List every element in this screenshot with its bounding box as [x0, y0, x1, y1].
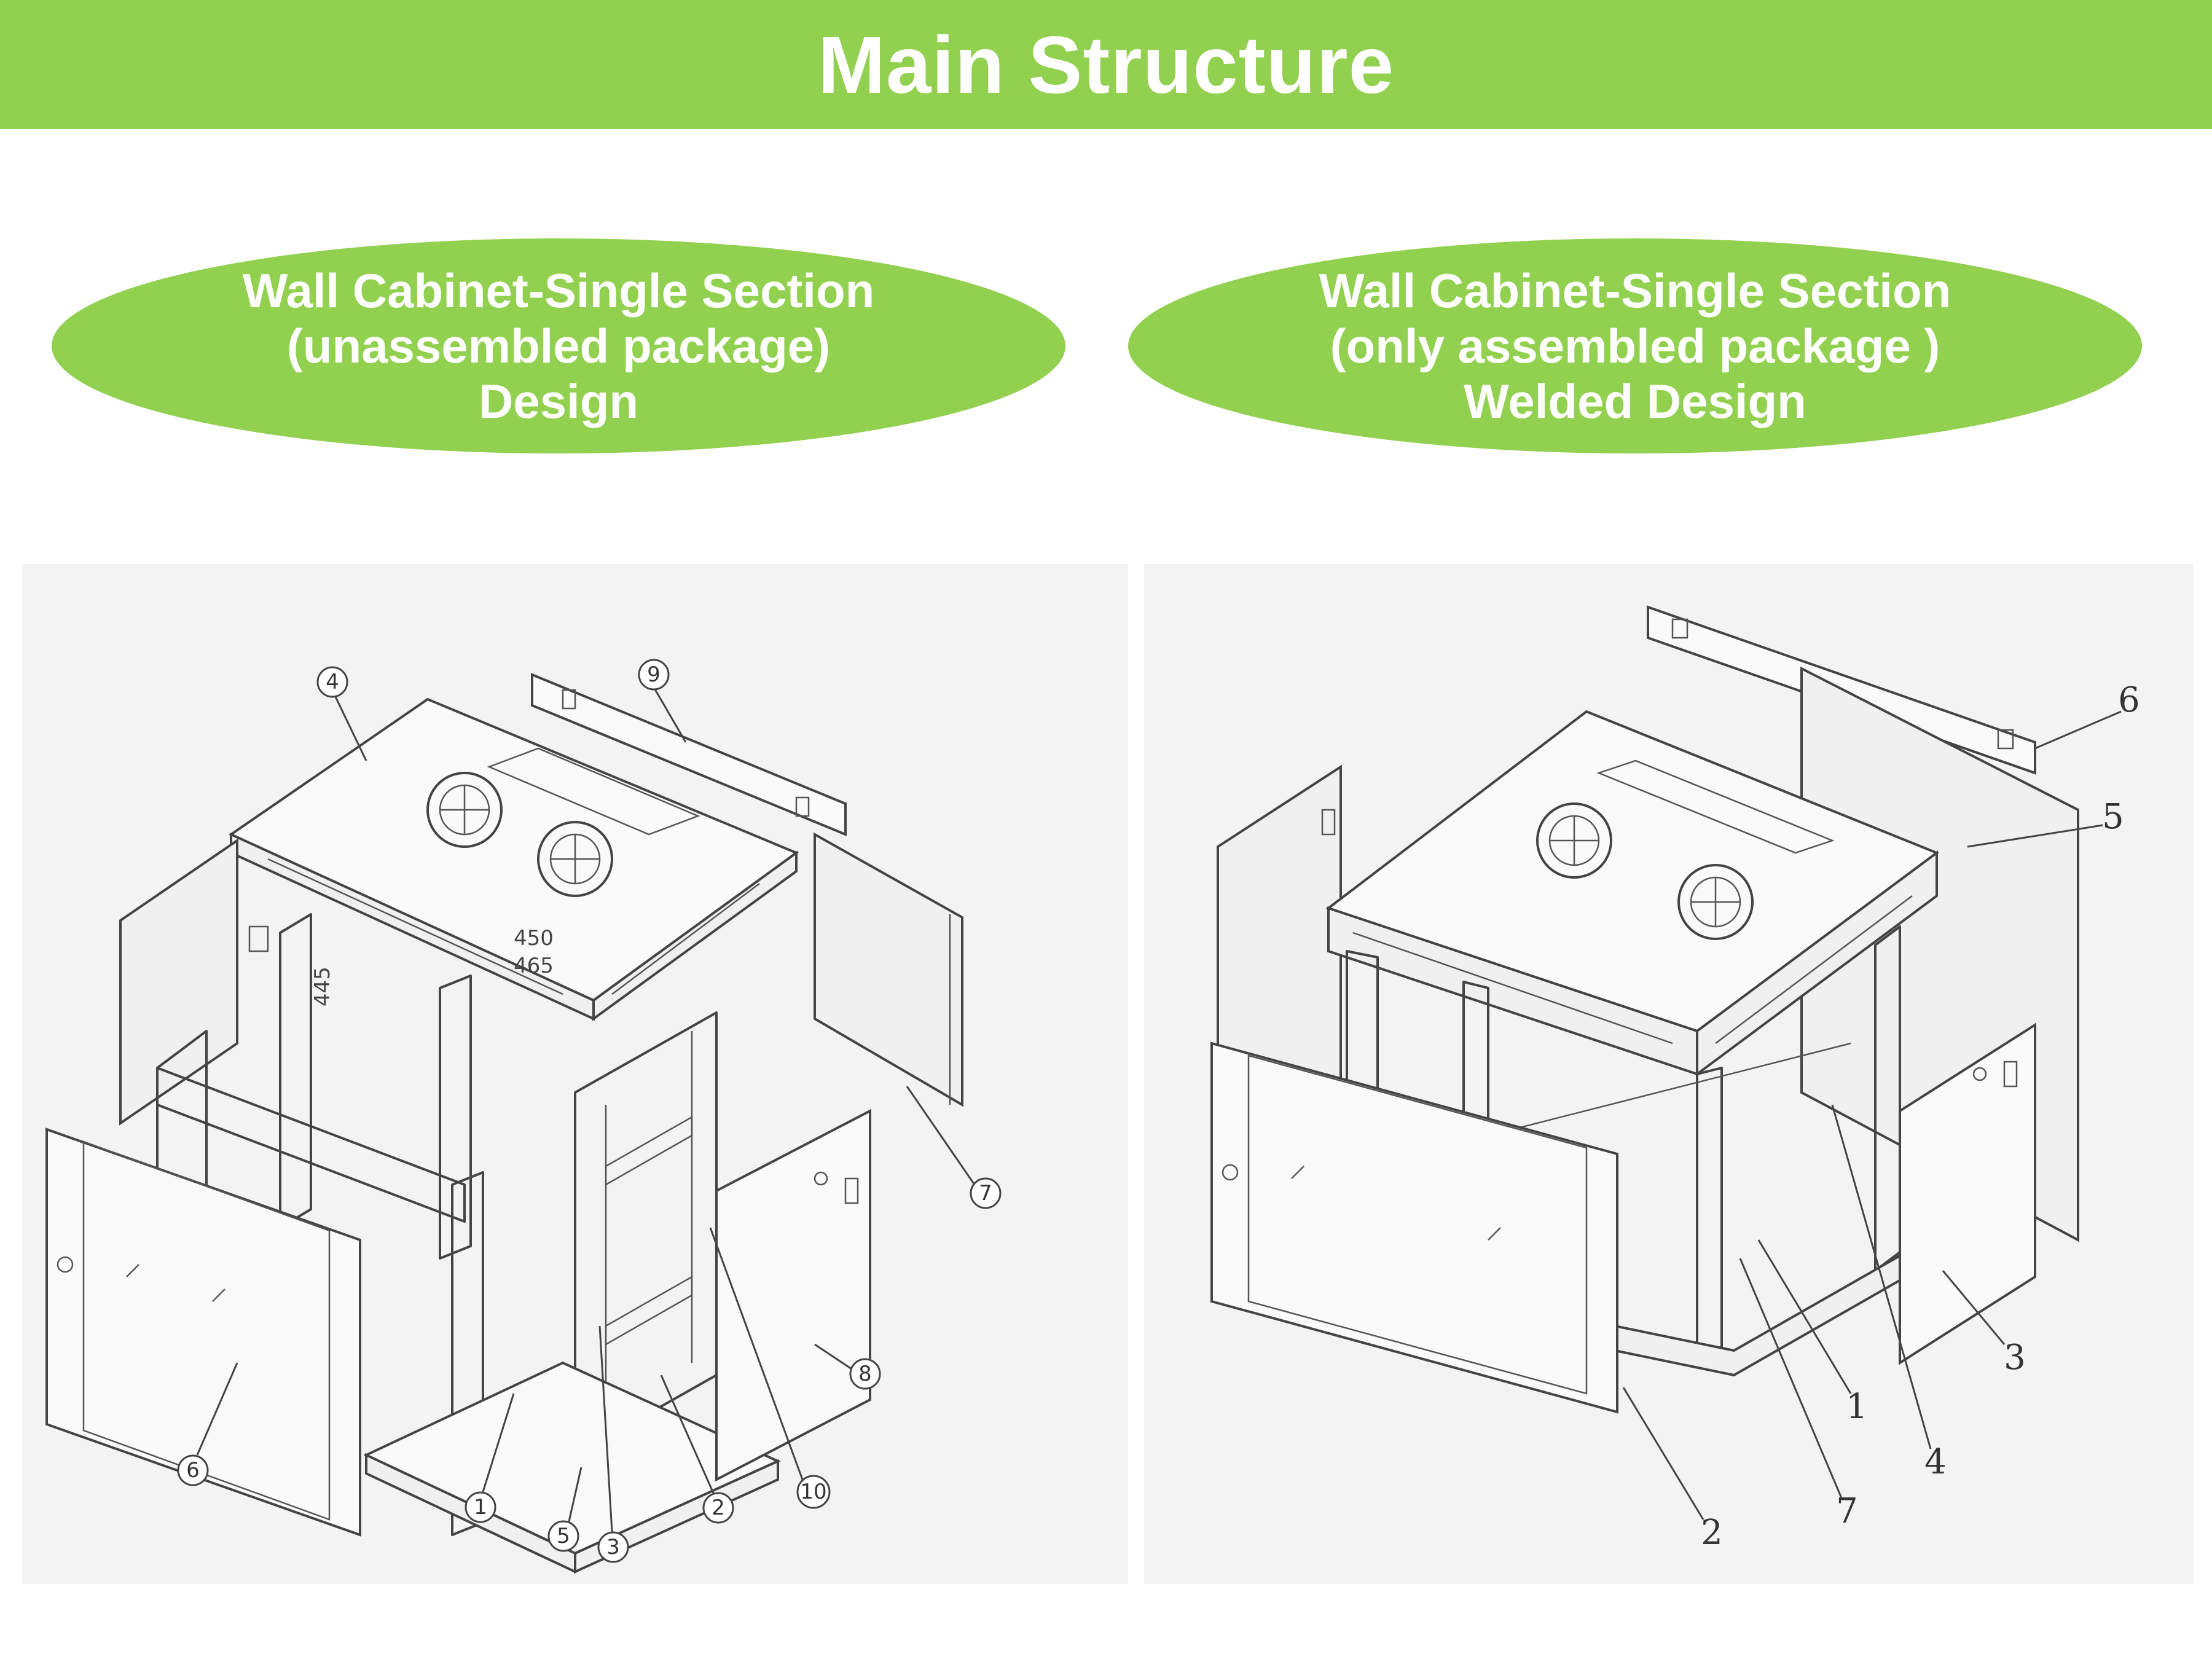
- svg-text:8: 8: [858, 1362, 872, 1386]
- left-heading-line-2: (unassembled package): [286, 319, 831, 373]
- right-diagram-panel: 6 5 3 4 1 7 2: [1144, 564, 2194, 1584]
- right-side-door: [715, 1108, 871, 1482]
- fan-icon: [426, 772, 503, 848]
- left-heading-line-1: Wall Cabinet-Single Section: [242, 264, 875, 318]
- callout-8: 8: [849, 1358, 881, 1390]
- callout-2: 2: [702, 1492, 734, 1524]
- callout-6: 6: [2118, 680, 2140, 720]
- fan-icon: [1677, 864, 1754, 940]
- callout-7: 7: [1836, 1491, 1858, 1531]
- dimension-label: 465: [514, 954, 554, 978]
- right-welded-diagram: 6 5 3 4 1 7 2: [1210, 605, 2140, 1553]
- right-heading-line-1: Wall Cabinet-Single Section: [1319, 264, 1951, 318]
- front-glass-door: [45, 1128, 361, 1537]
- svg-text:6: 6: [186, 1458, 200, 1483]
- callout-3: 3: [597, 1531, 629, 1563]
- callout-4: 4: [316, 666, 348, 698]
- callout-1: 1: [465, 1491, 496, 1523]
- right-heading-oval: Wall Cabinet-Single Section (only assemb…: [1128, 238, 2142, 453]
- rear-left-panel: [119, 838, 238, 1126]
- wall-mount-rail: [531, 673, 847, 836]
- header-banner: Main Structure: [0, 0, 2212, 129]
- callout-2: 2: [1701, 1513, 1723, 1553]
- svg-text:2: 2: [712, 1496, 725, 1520]
- svg-text:4: 4: [326, 670, 339, 694]
- dimension-label: 445: [310, 967, 335, 1006]
- callout-7: 7: [970, 1177, 1002, 1209]
- callout-6: 6: [177, 1454, 209, 1486]
- svg-text:2: 2: [1701, 1513, 1723, 1553]
- callout-3: 3: [2004, 1338, 2026, 1378]
- svg-text:9: 9: [647, 662, 661, 687]
- callout-5: 5: [547, 1520, 579, 1552]
- svg-text:4: 4: [1924, 1442, 1947, 1482]
- front-glass-door: [1210, 1041, 1618, 1414]
- svg-text:6: 6: [2118, 680, 2140, 720]
- rear-side-panel: [814, 832, 963, 1107]
- svg-text:3: 3: [606, 1535, 620, 1559]
- svg-text:5: 5: [2102, 797, 2124, 837]
- svg-text:7: 7: [979, 1181, 992, 1206]
- page-title: Main Structure: [817, 19, 1395, 110]
- dimension-label: 450: [514, 926, 554, 951]
- callout-10: 10: [796, 1475, 831, 1509]
- callout-9: 9: [638, 659, 670, 691]
- svg-text:5: 5: [557, 1524, 570, 1548]
- right-side-door: [1899, 1022, 2036, 1365]
- left-diagram-panel: 450 465 445: [22, 564, 1128, 1584]
- svg-text:3: 3: [2004, 1338, 2026, 1378]
- left-heading-oval: Wall Cabinet-Single Section (unassembled…: [52, 238, 1065, 453]
- fan-icon: [537, 821, 613, 897]
- right-heading-line-3: Welded Design: [1464, 374, 1806, 428]
- callout-5: 5: [2102, 797, 2124, 837]
- svg-text:7: 7: [1836, 1491, 1858, 1531]
- left-heading-line-3: Design: [478, 374, 639, 428]
- svg-text:10: 10: [800, 1480, 826, 1504]
- fan-icon: [1536, 802, 1612, 879]
- svg-text:1: 1: [1846, 1387, 1868, 1427]
- right-heading-line-2: (only assembled package ): [1330, 319, 1940, 373]
- svg-text:1: 1: [474, 1495, 487, 1520]
- callout-1: 1: [1846, 1387, 1868, 1427]
- callout-4: 4: [1924, 1442, 1947, 1482]
- left-exploded-diagram: 450 465 445: [45, 659, 1002, 1574]
